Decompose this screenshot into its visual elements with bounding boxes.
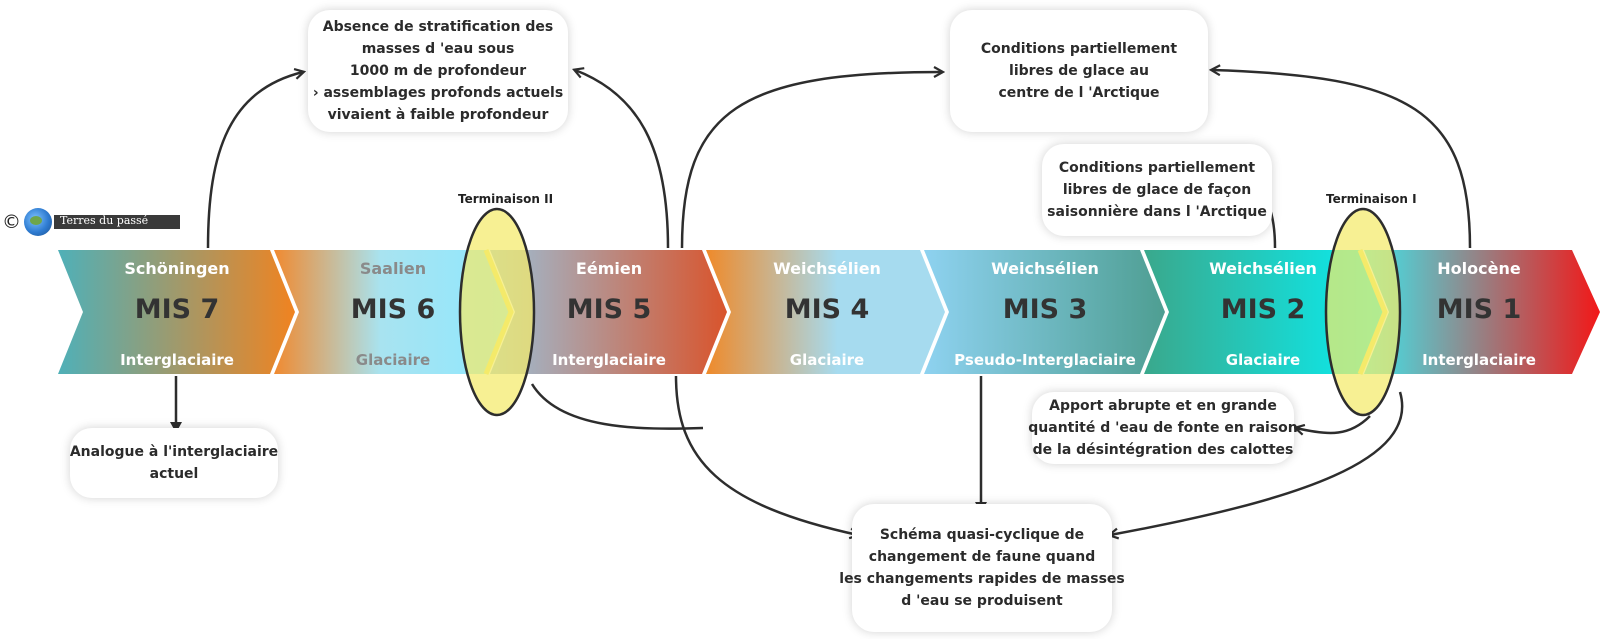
termination-ii-chevron-tip [483,249,514,375]
termination-ii-label: Terminaison II [458,192,554,206]
box-cyclic-line: les changements rapides de masses [839,571,1125,587]
arrow-termination-ii-loop [530,383,704,430]
chevron-mis2 [1144,250,1385,374]
box-arctic-seasonal: Conditions partiellement libres de glace… [1042,144,1272,236]
stage-type-mis1: Interglaciaire [1422,351,1536,369]
stage-type-mis6: Glaciaire [355,351,431,369]
box-arctic-center-line: Conditions partiellement [980,41,1178,57]
box-stratification: Absence de stratification des masses d '… [308,10,568,132]
box-arctic-center-line: libres de glace au [1009,63,1149,79]
box-analogue: Analogue à l'interglaciaire actuel [70,428,278,498]
box-arctic-seasonal-line: Conditions partiellement [1058,160,1256,176]
box-arctic-center-line: centre de l 'Arctique [998,85,1160,101]
box-meltwater-line: quantité d 'eau de fonte en raison [1028,420,1298,436]
box-cyclic-line: changement de faune quand [868,549,1096,565]
logo-band: Terres du passé [54,214,180,229]
box-analogue-line: actuel [149,466,199,482]
box-analogue-line: Analogue à l'interglaciaire [69,444,279,460]
stage-name-mis3: Weichsélien [991,259,1099,278]
box-meltwater-line: de la désintégration des calottes [1032,442,1294,458]
globe-icon [24,208,52,236]
stage-name-mis5: Eémien [575,259,643,278]
stage-name-mis2: Weichsélien [1209,259,1317,278]
box-stratification-line: masses d 'eau sous [361,41,515,57]
box-cyclic-line: Schéma quasi-cyclique de [879,527,1085,543]
logo-text: Terres du passé [60,214,149,227]
box-meltwater: Apport abrupte et en grande quantité d '… [1028,392,1298,464]
stage-type-mis2: Glaciaire [1225,351,1301,369]
stage-mis-label-mis2: MIS 2 [1220,294,1306,325]
stage-name-mis1: Holocène [1437,259,1521,278]
arrow-mis1-to-cyclic [1110,391,1404,535]
chevron-mis1 [1364,250,1600,374]
chevron-mis4 [706,250,945,374]
box-arctic-seasonal-line: saisonnière dans l 'Arctique [1047,204,1267,220]
stage-name-mis6: Saalien [359,259,427,278]
stage-type-mis4: Glaciaire [789,351,865,369]
box-meltwater-line: Apport abrupte et en grande [1049,398,1277,414]
box-cyclic: Schéma quasi-cyclique de changement de f… [839,504,1125,632]
box-arctic-seasonal-line: libres de glace de façon [1062,182,1252,198]
arrow-mis5-to-stratification [575,70,670,249]
stage-mis-label-mis7: MIS 7 [134,294,220,325]
stage-mis-label-mis3: MIS 3 [1002,294,1088,325]
box-cyclic-line: d 'eau se produisent [901,593,1063,609]
chevron-mis5 [490,250,727,374]
stage-mis-label-mis5: MIS 5 [566,294,652,325]
box-arctic-center: Conditions partiellement libres de glace… [950,10,1208,132]
stage-mis-label-mis1: MIS 1 [1436,294,1522,325]
termination-i-chevron-tip [1357,249,1388,375]
stage-type-mis5: Interglaciaire [552,351,666,369]
box-stratification-line: Absence de stratification des [322,19,554,35]
stage-name-mis7: Schöningen [124,259,230,278]
copyright-icon: © [2,211,21,233]
box-stratification-line: 1000 m de profondeur [349,63,527,79]
arrow-mis1-to-arctic-center [1212,70,1472,249]
stage-type-mis3: Pseudo-Interglaciaire [954,351,1136,369]
stage-mis-label-mis4: MIS 4 [784,294,870,325]
termination-i-highlight [1324,207,1402,417]
arrow-termination-i-to-meltwater [1296,415,1371,433]
chevron-mis3 [924,250,1165,374]
arrow-mis7-to-stratification [206,72,303,249]
chevron-mis7 [58,250,295,374]
stage-name-mis4: Weichsélien [773,259,881,278]
box-stratification-line: › assemblages profonds actuels [312,85,564,101]
stage-mis-label-mis6: MIS 6 [350,294,436,325]
arrow-mis5-to-cyclic [674,375,858,535]
termination-i-label: Terminaison I [1326,192,1417,206]
chevron-mis6 [274,250,511,374]
termination-ii-highlight [458,207,536,417]
arrow-mis5-to-arctic-center [680,72,942,249]
box-stratification-line: vivaient à faible profondeur [327,107,549,123]
stage-type-mis7: Interglaciaire [120,351,234,369]
